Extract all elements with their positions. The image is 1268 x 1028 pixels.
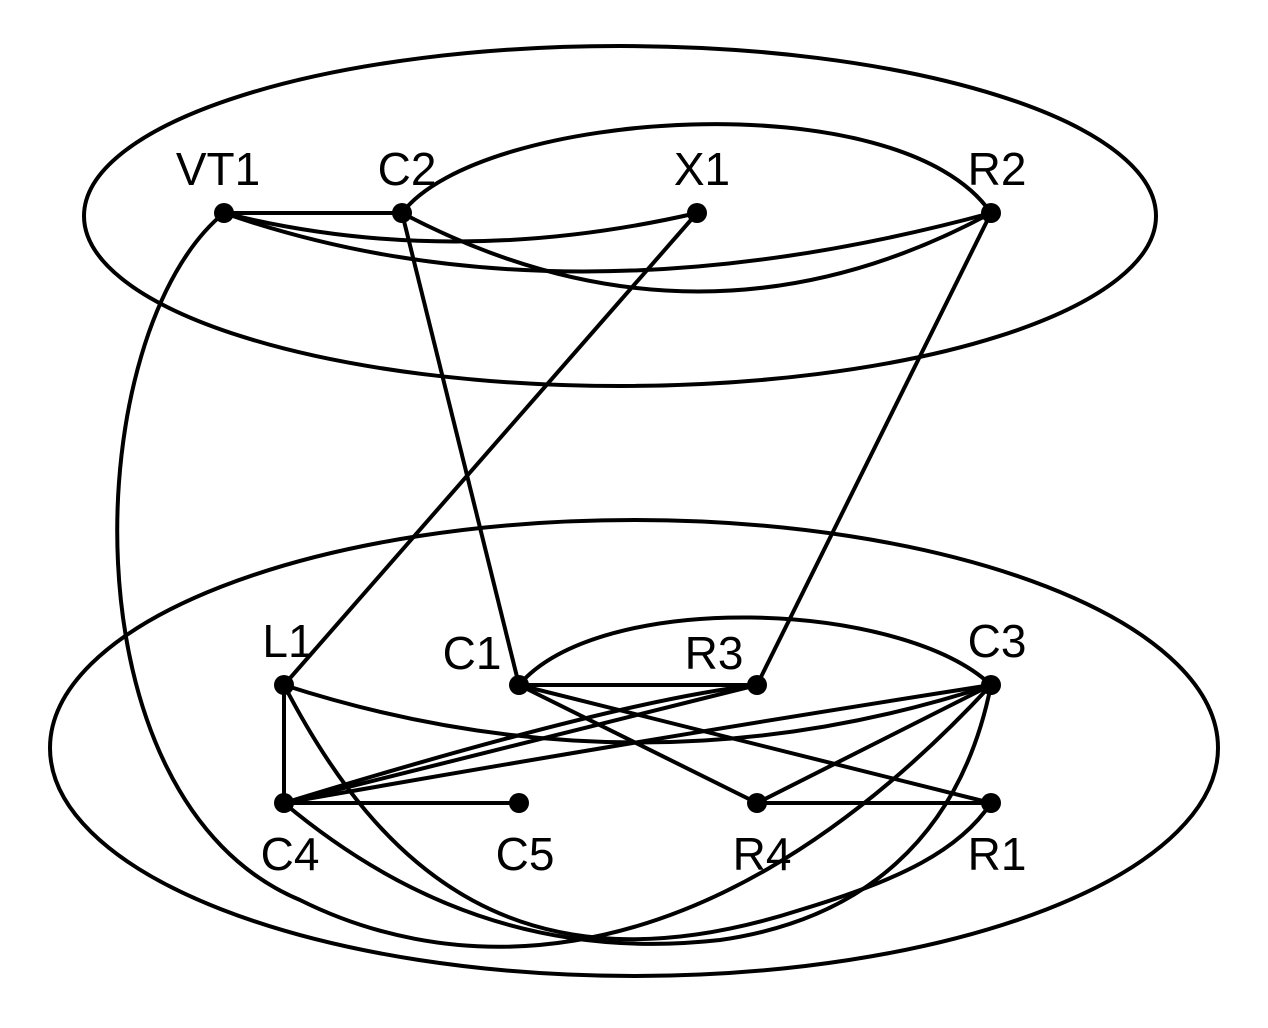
- label-layer: VT1 C2 X1 R2 L1 C1 R3 C3 C4 C5 R4 R1: [176, 143, 1027, 880]
- label-c4: C4: [261, 828, 320, 880]
- edge-vt1-r2: [223, 211, 992, 274]
- edge-layer: [115, 122, 993, 949]
- edge-c4-r1-curve: [282, 684, 993, 946]
- label-l1: L1: [262, 615, 313, 667]
- edge-l1-r1: [282, 684, 993, 942]
- edge-vt1-x1: [223, 211, 698, 244]
- node-vt1: [214, 203, 234, 223]
- label-c5: C5: [496, 828, 555, 880]
- node-l1: [274, 675, 294, 695]
- edge-c1-r1: [518, 683, 992, 805]
- edge-vt1-c4: [115, 211, 993, 949]
- node-r1: [981, 793, 1001, 813]
- node-r4: [747, 793, 767, 813]
- label-x1: X1: [674, 143, 730, 195]
- node-c4: [274, 793, 294, 813]
- label-c1: C1: [443, 627, 502, 679]
- node-c1: [509, 675, 529, 695]
- edge-r4-c3: [756, 683, 992, 805]
- label-c2: C2: [378, 143, 437, 195]
- node-layer: [214, 203, 1001, 813]
- edge-r2-r3: [755, 212, 993, 686]
- edge-c4-r3-curve: [283, 683, 758, 805]
- edge-x1-l1: [282, 211, 699, 687]
- node-c5: [509, 793, 529, 813]
- edge-c2-c1: [400, 212, 521, 686]
- node-c2: [392, 203, 412, 223]
- edge-c2-r2-arc: [400, 122, 993, 215]
- node-c3: [981, 675, 1001, 695]
- label-r3: R3: [685, 627, 744, 679]
- lower-group-ellipse: [48, 518, 1220, 978]
- label-r4: R4: [733, 828, 792, 880]
- label-c3: C3: [968, 615, 1027, 667]
- edge-c2-r2: [401, 211, 992, 294]
- label-r1: R1: [968, 828, 1027, 880]
- node-r3: [747, 675, 767, 695]
- edge-c4-c3: [283, 683, 992, 805]
- upper-group-ellipse: [82, 44, 1158, 388]
- node-r2: [981, 203, 1001, 223]
- label-r2: R2: [968, 143, 1027, 195]
- label-vt1: VT1: [176, 143, 260, 195]
- node-x1: [687, 203, 707, 223]
- edge-c4-r3: [283, 683, 758, 805]
- edge-c1-c3: [517, 615, 993, 687]
